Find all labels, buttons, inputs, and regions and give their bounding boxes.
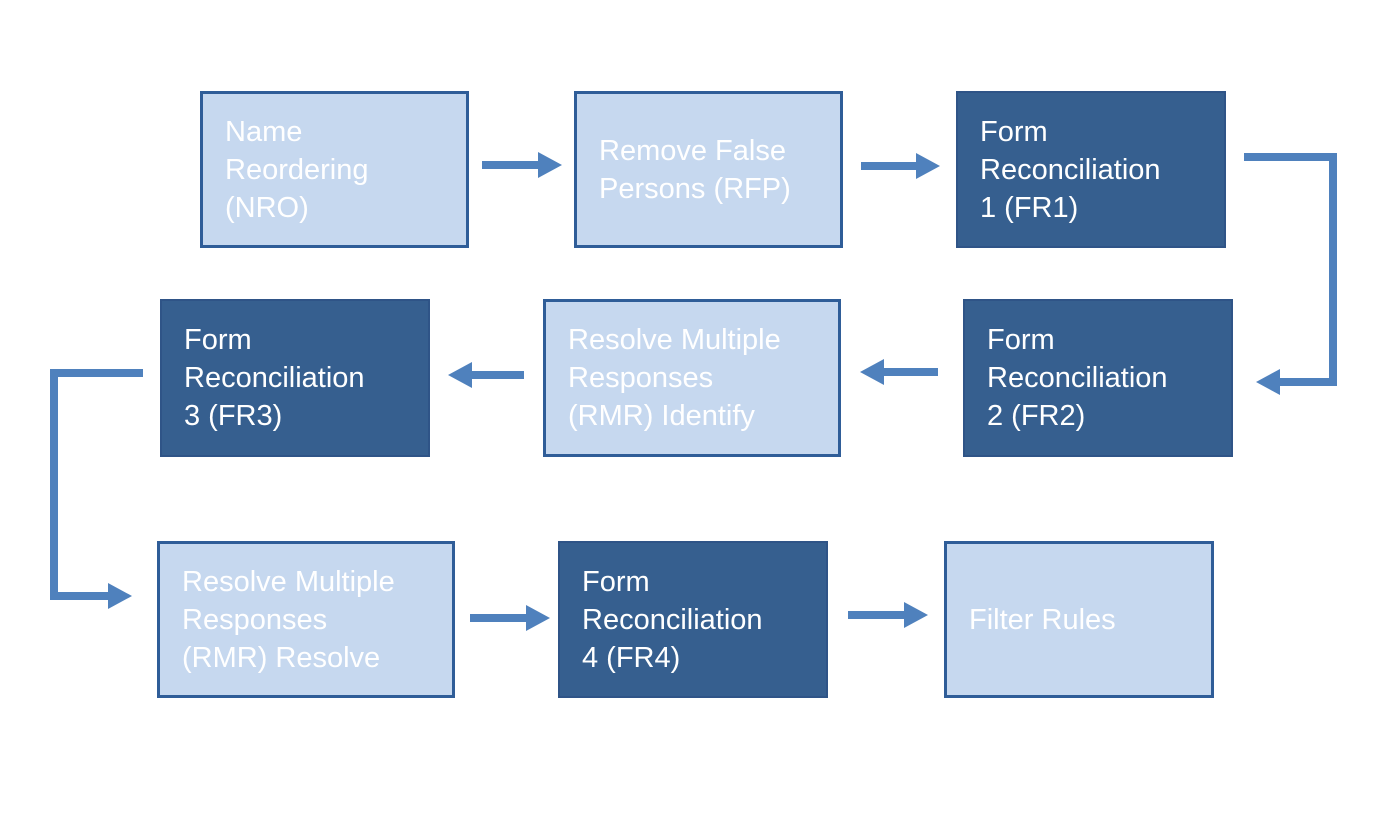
node-filter-rules: Filter Rules [944, 541, 1214, 698]
arrow-fr3-to-rmr-resolve [50, 369, 143, 609]
node-form-reconciliation-1: Form Reconciliation 1 (FR1) [956, 91, 1226, 248]
node-rmr-identify-label: Resolve Multiple Responses (RMR) Identif… [568, 324, 781, 432]
node-name-reordering: Name Reordering (NRO) [200, 91, 469, 248]
node-name-reordering-label: Name Reordering (NRO) [225, 115, 369, 224]
node-remove-false-persons: Remove False Persons (RFP) [574, 91, 843, 248]
node-form-reconciliation-2: Form Reconciliation 2 (FR2) [963, 299, 1233, 457]
node-rmr-resolve-label: Resolve Multiple Responses (RMR) Resolve [182, 565, 395, 674]
node-form-reconciliation-3-label: Form Reconciliation 3 (FR3) [184, 324, 365, 432]
arrow-fr1-to-fr2 [1244, 153, 1337, 395]
node-remove-false-persons-label: Remove False Persons (RFP) [599, 134, 791, 205]
arrow-rmr-resolve-to-fr4 [470, 605, 550, 631]
arrow-rfp-to-fr1 [861, 153, 940, 179]
node-form-reconciliation-4-label: Form Reconciliation 4 (FR4) [582, 565, 763, 674]
node-rmr-resolve: Resolve Multiple Responses (RMR) Resolve [157, 541, 455, 698]
node-form-reconciliation-4: Form Reconciliation 4 (FR4) [558, 541, 828, 698]
arrow-rmr-identify-to-fr3 [448, 362, 524, 388]
node-form-reconciliation-2-label: Form Reconciliation 2 (FR2) [987, 324, 1168, 432]
node-rmr-identify: Resolve Multiple Responses (RMR) Identif… [543, 299, 841, 457]
arrow-nro-to-rfp [482, 152, 562, 178]
arrow-fr4-to-filter-rules [848, 602, 928, 628]
node-form-reconciliation-3: Form Reconciliation 3 (FR3) [160, 299, 430, 457]
node-filter-rules-label: Filter Rules [969, 603, 1116, 636]
arrow-fr2-to-rmr-identify [860, 359, 938, 385]
node-form-reconciliation-1-label: Form Reconciliation 1 (FR1) [980, 115, 1161, 224]
